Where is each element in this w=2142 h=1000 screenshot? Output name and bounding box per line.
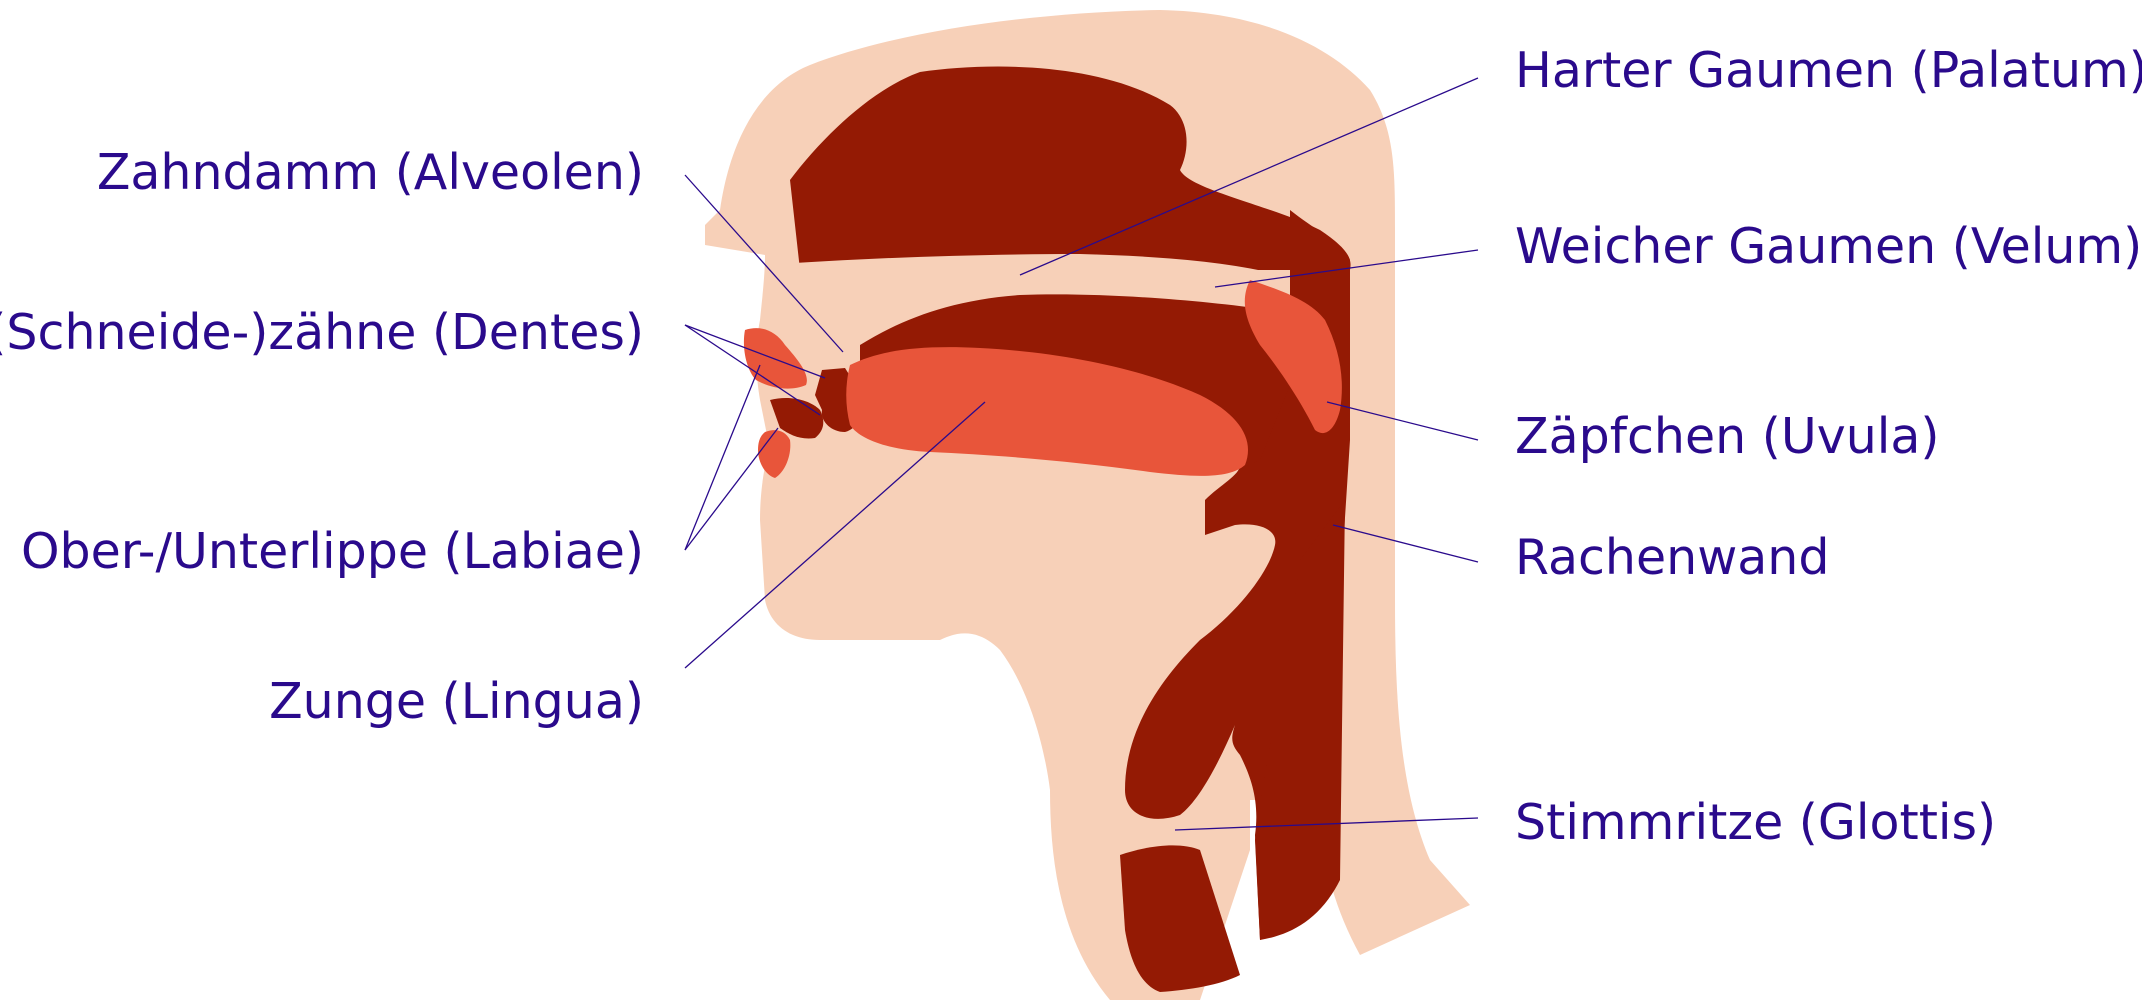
label-stimmritze: Stimmritze (Glottis) (1515, 798, 1996, 847)
leader-lippen-1 (685, 365, 760, 550)
label-weicher-gaumen: Weicher Gaumen (Velum) (1515, 222, 2142, 271)
label-zaehne: (Schneide-)zähne (Dentes) (0, 308, 644, 357)
label-rachenwand: Rachenwand (1515, 533, 1829, 582)
label-zaepfchen: Zäpfchen (Uvula) (1515, 412, 1940, 461)
label-zunge: Zunge (Lingua) (269, 677, 644, 726)
label-zahndamm: Zahndamm (Alveolen) (97, 148, 644, 197)
label-harter-gaumen: Harter Gaumen (Palatum) (1515, 46, 2142, 95)
label-lippen: Ober-/Unterlippe (Labiae) (21, 527, 644, 576)
